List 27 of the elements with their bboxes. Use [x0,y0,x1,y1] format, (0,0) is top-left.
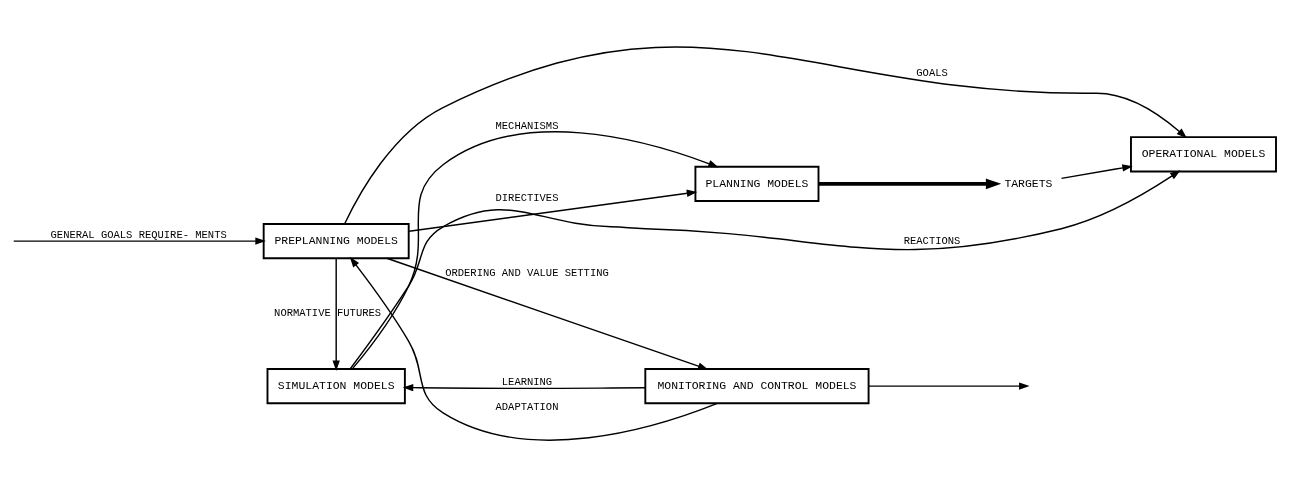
arrow [408,189,698,232]
arrow [1060,163,1133,179]
edge-label: DIRECTIVES [495,191,559,204]
arrow [818,178,1002,189]
arrow [344,45,1187,224]
edge-label: NORMATIVE FUTURES [274,306,382,319]
node-text: TARGETS [1004,176,1053,190]
node-box: MONITORING AND CONTROL MODELS [644,367,870,404]
node-box: OPERATIONAL MODELS [1130,135,1277,172]
arrow [349,169,1181,369]
node-box: PREPLANNING MODELS [262,222,410,259]
arrow [332,257,340,371]
arrow [351,130,719,370]
edge-label: LEARNING [501,375,553,388]
edge-label: ORDERING AND VALUE SETTING [445,266,609,279]
node-box: SIMULATION MODELS [266,367,406,404]
node-box: PLANNING MODELS [694,165,820,202]
edge-label: MECHANISMS [495,119,559,132]
edge-label: GENERAL GOALS REQUIRE- MENTS [50,228,227,241]
arrow [349,256,719,441]
edge-label: REACTIONS [903,234,961,247]
edge-label: GOALS [916,66,948,79]
edge-label: ADAPTATION [495,400,559,413]
arrow [13,236,266,245]
arrow [868,381,1030,390]
arrow [386,257,709,370]
arrow [402,383,646,391]
